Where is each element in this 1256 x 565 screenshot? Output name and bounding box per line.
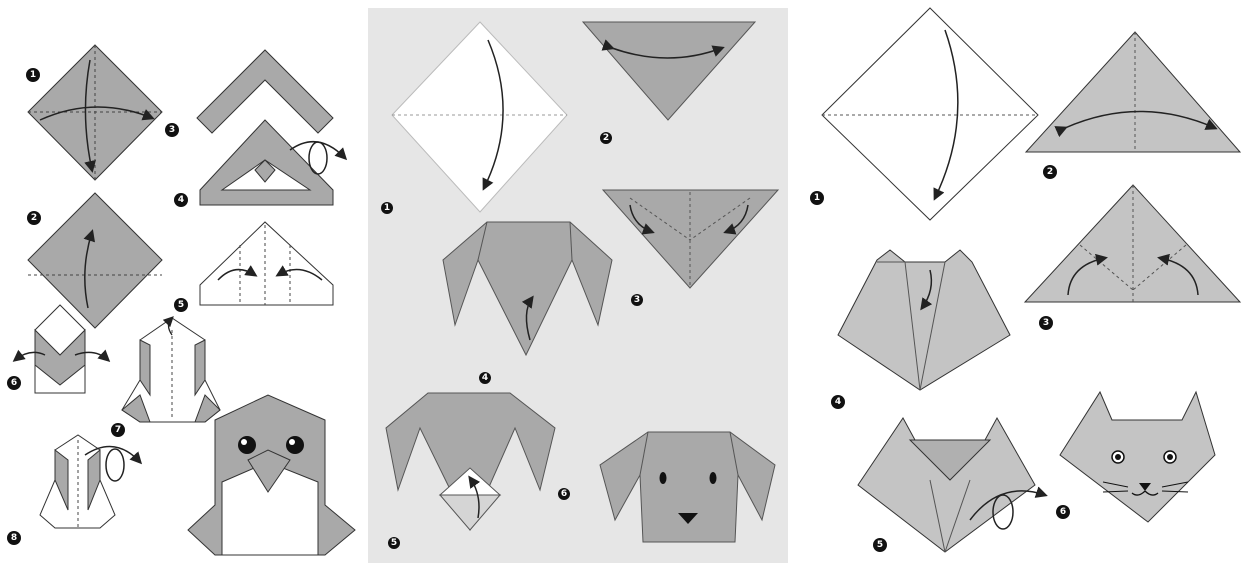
cat-step-number: 5	[877, 540, 883, 550]
penguin-step-5-diagram	[122, 318, 220, 422]
cat-step-1-diagram	[822, 8, 1038, 220]
cat-step-3-diagram	[1025, 185, 1240, 302]
penguin-step-number: 8	[11, 533, 17, 543]
penguin-step-8-diagram	[40, 435, 140, 528]
dog-step-number: 3	[634, 295, 640, 305]
cat-step-5-diagram	[858, 418, 1045, 552]
penguin-step-1-diagram	[28, 45, 162, 180]
cat-step-2-diagram	[1026, 32, 1240, 152]
cat-step-number: 6	[1060, 507, 1066, 517]
dog-panel: 1 2 3 4 5 6	[368, 8, 788, 563]
cat-step-number: 4	[835, 397, 841, 407]
dog-step-number: 5	[391, 538, 397, 548]
penguin-step-number: 3	[169, 125, 175, 135]
dog-step-number: 1	[384, 203, 390, 213]
penguin-step-4-diagram	[197, 50, 345, 205]
cat-step-number: 1	[814, 193, 820, 203]
penguin-step-number: 5	[178, 300, 184, 310]
penguin-final-model	[188, 395, 355, 555]
cat-step-number: 2	[1047, 167, 1053, 177]
cat-final-model	[1060, 392, 1215, 522]
dog-step-number: 2	[603, 133, 609, 143]
dog-step-number: 4	[482, 373, 488, 383]
cat-step-4-diagram	[838, 250, 1010, 390]
penguin-step-2-diagram	[28, 193, 162, 328]
penguin-step-3-diagram	[200, 222, 333, 305]
penguin-step-number: 4	[178, 195, 184, 205]
dog-step-number: 6	[561, 489, 567, 499]
penguin-step-number: 2	[31, 213, 37, 223]
cat-step-number: 3	[1043, 318, 1049, 328]
penguin-panel: 1 3 4 2 5 6 7 8	[7, 45, 355, 555]
cat-panel: 1 2 3 4 5 6	[810, 8, 1240, 552]
penguin-step-number: 7	[115, 425, 121, 435]
penguin-step-number: 6	[11, 378, 17, 388]
penguin-step-number: 1	[30, 70, 36, 80]
